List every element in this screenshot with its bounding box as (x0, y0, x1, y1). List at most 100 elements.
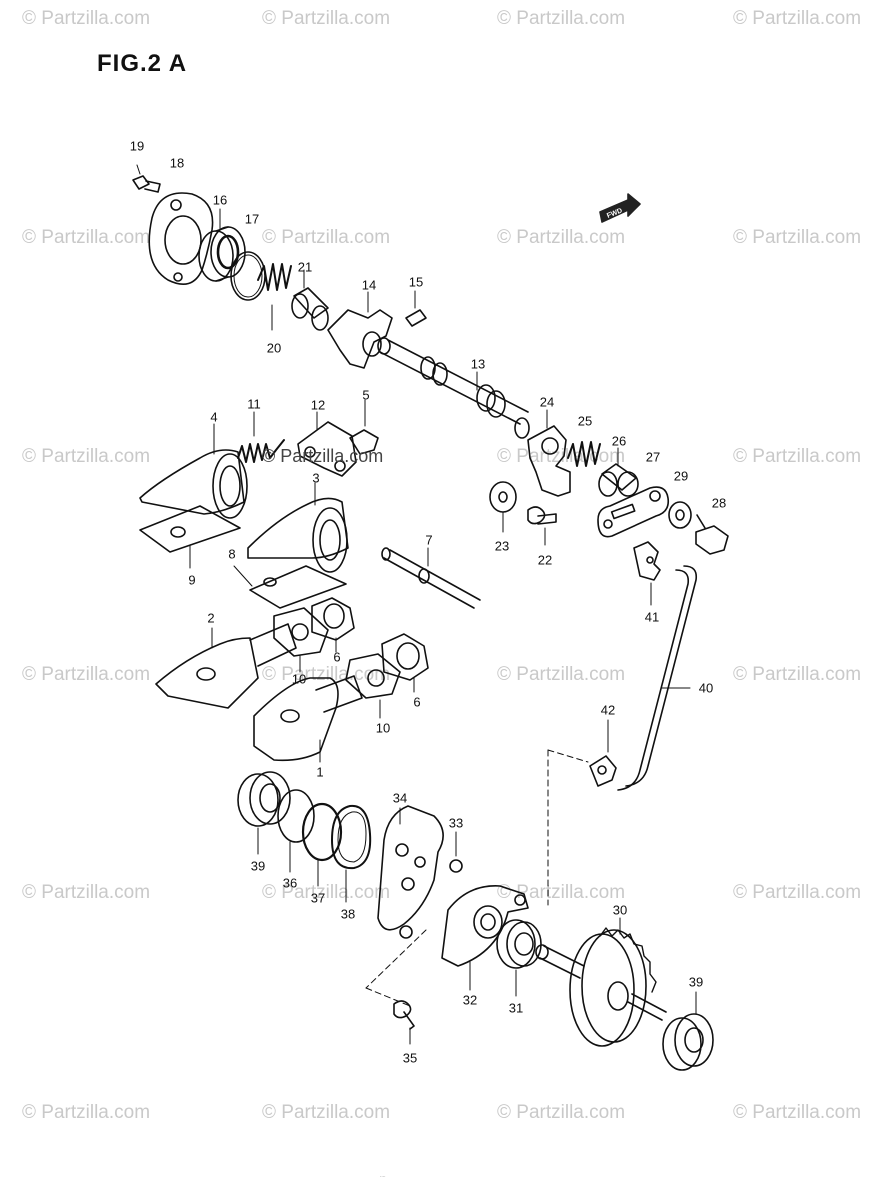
watermark: © Partzilla.com (733, 8, 862, 29)
part-7-pin (381, 547, 481, 609)
part-38-gasket (331, 804, 372, 903)
watermark: © Partzilla.com (733, 446, 862, 467)
callout-5: 5 (362, 387, 370, 403)
part-26-collar (598, 447, 639, 497)
callout-12: 12 (310, 397, 326, 413)
callout-37: 37 (310, 890, 326, 906)
watermark: © Partzilla.com (497, 227, 626, 248)
callout-33: 33 (448, 815, 464, 831)
callout-42: 42 (600, 702, 616, 718)
part-9-gasket (139, 505, 241, 569)
part-3-valve (247, 482, 349, 573)
part-14-lever (327, 291, 393, 369)
watermark: © Partzilla.com (22, 1102, 151, 1123)
watermark: © Partzilla.com (497, 882, 626, 903)
part-6-bush-upper (311, 597, 355, 653)
part-34-cover (377, 805, 444, 939)
watermark: © Partzilla.com (733, 882, 862, 903)
callout-2: 2 (207, 610, 215, 626)
watermark: © Partzilla.com (262, 227, 391, 248)
part-21-sleeve (291, 269, 329, 331)
watermark: © Partzilla.com (497, 8, 626, 29)
callout-19: 19 (129, 138, 145, 154)
part-20-spring (257, 263, 292, 331)
callout-10-upper: 10 (291, 671, 307, 687)
callout-11: 11 (247, 396, 261, 412)
part-23-washer (489, 481, 517, 533)
watermark: © Partzilla.com (497, 664, 626, 685)
part-22-screw (527, 506, 557, 546)
part-28-bolt (695, 514, 729, 555)
callout-8: 8 (228, 546, 236, 562)
callout-6-lower: 6 (413, 694, 421, 710)
callout-35: 35 (402, 1050, 418, 1066)
callout-1: 1 (316, 764, 324, 780)
callout-3: 3 (312, 470, 320, 486)
watermark: © Partzilla.com (22, 664, 151, 685)
callout-29: 29 (673, 468, 689, 484)
watermark: © Partzilla.com (262, 8, 391, 29)
watermark: © Partzilla.com (733, 664, 862, 685)
part-19-bolt (132, 164, 161, 193)
callout-7: 7 (425, 532, 433, 548)
part-11-spring (237, 411, 285, 463)
watermark: © Partzilla.com (262, 882, 391, 903)
callout-27: 27 (645, 449, 661, 465)
part-10-plate-lower (345, 653, 401, 719)
part-24-bracket (527, 409, 571, 497)
watermark: © Partzilla.com (22, 8, 151, 29)
watermark: © Partzilla.com (733, 1102, 862, 1123)
part-5-screw (349, 399, 379, 455)
callout-30: 30 (612, 902, 628, 918)
callout-23: 23 (494, 538, 510, 554)
guide-line (365, 929, 427, 989)
part-15-bolt (405, 290, 427, 327)
watermark: © Partzilla.com (22, 227, 151, 248)
part-36-circlip (277, 789, 315, 873)
watermark: © Partzilla.com (262, 1102, 391, 1123)
callout-36: 36 (282, 875, 298, 891)
watermark: © Partzilla.com (497, 1102, 626, 1123)
guide-line (365, 987, 411, 1007)
callout-28: 28 (711, 495, 727, 511)
footer-fine-print: .... (380, 1173, 386, 1179)
callout-14: 14 (361, 277, 377, 293)
callout-20: 20 (266, 340, 282, 356)
part-41-clip (633, 541, 661, 606)
fwd-arrow-icon: FWD (599, 193, 641, 223)
guide-line (547, 749, 589, 763)
part-37-o-ring (301, 802, 343, 887)
part-25-spring (567, 441, 601, 467)
part-4-valve (139, 423, 248, 519)
part-6-bush-lower (381, 633, 429, 693)
part-42-clip (589, 719, 617, 787)
callout-39-left: 39 (250, 858, 266, 874)
watermark: © Partzilla.com (22, 882, 151, 903)
part-33-ball (449, 831, 463, 873)
callout-25: 25 (577, 413, 593, 429)
callout-24: 24 (539, 394, 555, 410)
watermark-overlay: © Partzilla.com (262, 446, 384, 466)
callout-10-lower: 10 (375, 720, 391, 736)
callout-17: 17 (244, 211, 260, 227)
callout-41: 41 (644, 609, 660, 625)
part-18-gasket (148, 192, 214, 286)
watermark: © Partzilla.com (22, 446, 151, 467)
part-12-plate (297, 411, 357, 477)
callout-16: 16 (212, 192, 228, 208)
part-10-plate-upper (273, 607, 329, 673)
callout-26: 26 (611, 433, 627, 449)
part-39-bearing-right (662, 991, 714, 1071)
part-32-housing (441, 885, 529, 991)
callout-15: 15 (408, 274, 424, 290)
callout-21: 21 (297, 259, 313, 275)
part-27-arm (597, 486, 670, 538)
part-30-gear (535, 917, 667, 1047)
callout-40: 40 (698, 680, 714, 696)
figure-title: FIG.2 A (97, 50, 188, 77)
part-2-valve (155, 623, 297, 709)
callout-32: 32 (462, 992, 478, 1008)
callout-4: 4 (210, 409, 218, 425)
